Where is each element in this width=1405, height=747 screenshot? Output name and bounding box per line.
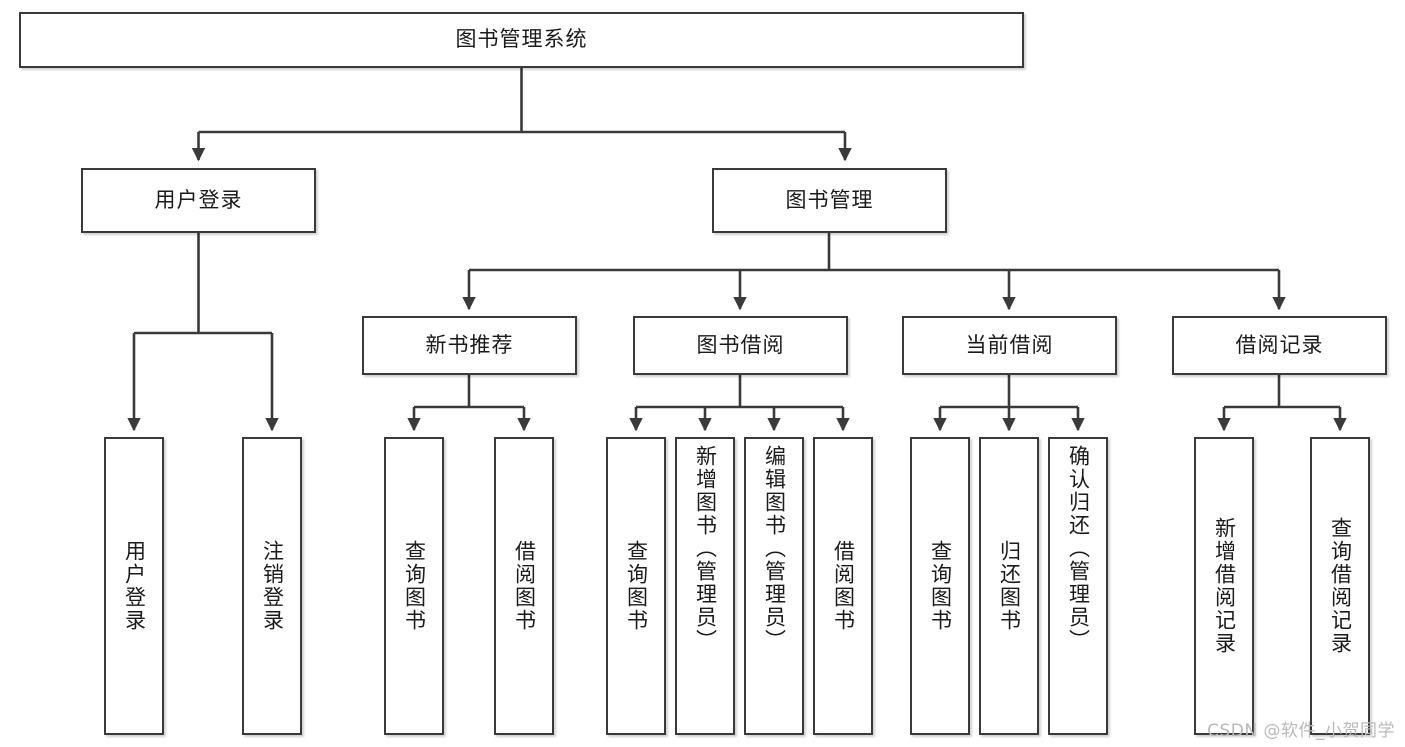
node-label: 新增图书（管理员） bbox=[693, 445, 718, 652]
node-book-borrow[interactable]: 图书借阅 bbox=[633, 316, 848, 375]
node-label: 查询图书 bbox=[928, 540, 953, 632]
node-label: 新书推荐 bbox=[425, 332, 514, 357]
node-label: 查询借阅记录 bbox=[1328, 517, 1353, 655]
node-leaf-confirm-return[interactable]: 确认归还（管理员） bbox=[1048, 437, 1108, 735]
node-label: 图书管理 bbox=[785, 187, 874, 212]
node-leaf-borrow-book-1[interactable]: 借阅图书 bbox=[494, 437, 554, 735]
node-leaf-return-book[interactable]: 归还图书 bbox=[979, 437, 1039, 735]
node-borrow-record[interactable]: 借阅记录 bbox=[1172, 316, 1387, 375]
node-leaf-add-book[interactable]: 新增图书（管理员） bbox=[675, 437, 735, 735]
node-leaf-query-book-1[interactable]: 查询图书 bbox=[384, 437, 444, 735]
node-label: 查询图书 bbox=[402, 540, 427, 632]
node-new-book-recommend[interactable]: 新书推荐 bbox=[362, 316, 577, 375]
node-label: 新增借阅记录 bbox=[1212, 517, 1237, 655]
node-root-book-management-system[interactable]: 图书管理系统 bbox=[19, 12, 1024, 68]
node-label: 用户登录 bbox=[154, 187, 243, 212]
node-current-borrow[interactable]: 当前借阅 bbox=[902, 316, 1117, 375]
node-leaf-query-book-2[interactable]: 查询图书 bbox=[606, 437, 666, 735]
node-leaf-user-login[interactable]: 用户登录 bbox=[104, 437, 164, 735]
node-label: 确认归还（管理员） bbox=[1066, 445, 1091, 652]
node-label: 归还图书 bbox=[997, 540, 1022, 632]
node-user-login[interactable]: 用户登录 bbox=[81, 168, 316, 233]
node-leaf-user-logout[interactable]: 注销登录 bbox=[242, 437, 302, 735]
node-label: 借阅记录 bbox=[1235, 332, 1324, 357]
node-leaf-borrow-book-2[interactable]: 借阅图书 bbox=[813, 437, 873, 735]
node-book-management[interactable]: 图书管理 bbox=[712, 168, 947, 233]
node-label: 图书管理系统 bbox=[455, 27, 588, 52]
node-label: 查询图书 bbox=[624, 540, 649, 632]
node-label: 图书借阅 bbox=[696, 332, 785, 357]
node-label: 编辑图书（管理员） bbox=[762, 445, 787, 652]
node-leaf-query-record[interactable]: 查询借阅记录 bbox=[1310, 437, 1370, 735]
node-leaf-query-book-3[interactable]: 查询图书 bbox=[910, 437, 970, 735]
node-label: 当前借阅 bbox=[965, 332, 1054, 357]
node-leaf-add-record[interactable]: 新增借阅记录 bbox=[1194, 437, 1254, 735]
node-label: 借阅图书 bbox=[831, 540, 856, 632]
node-leaf-edit-book[interactable]: 编辑图书（管理员） bbox=[744, 437, 804, 735]
node-label: 借阅图书 bbox=[512, 540, 537, 632]
node-label: 注销登录 bbox=[260, 540, 285, 632]
csdn-watermark: CSDN @软件_小贺同学 bbox=[1207, 721, 1395, 741]
node-label: 用户登录 bbox=[122, 540, 147, 632]
